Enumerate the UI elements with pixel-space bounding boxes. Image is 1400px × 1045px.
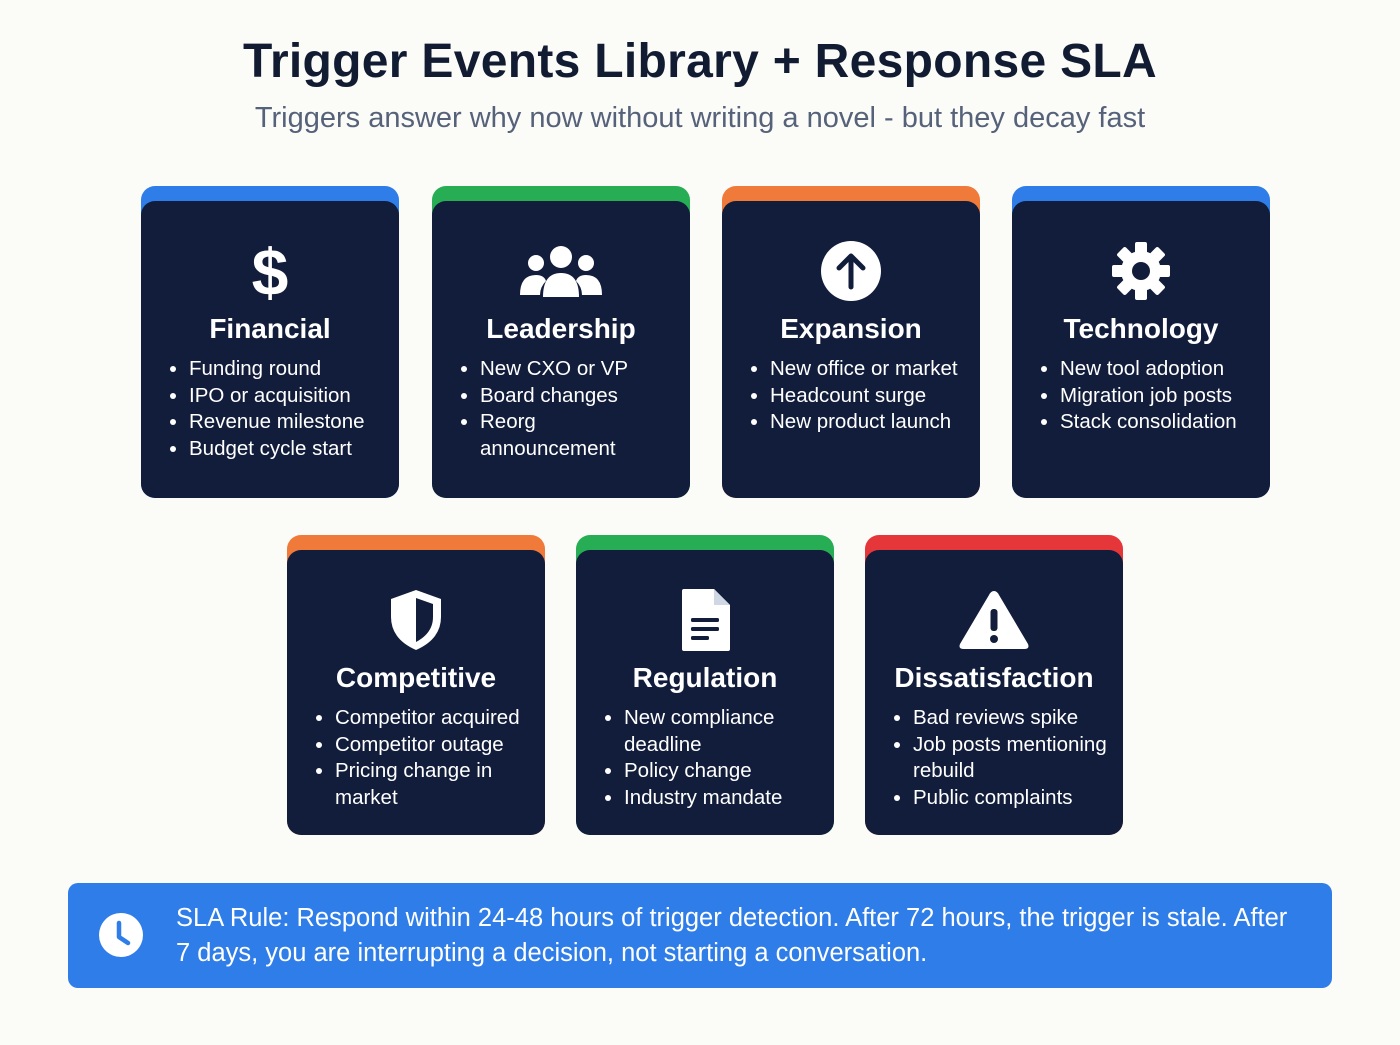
list-item: Industry mandate: [624, 785, 820, 812]
sla-rule-text: SLA Rule: Respond within 24-48 hours of …: [176, 904, 1288, 967]
card-title: Dissatisfaction: [894, 662, 1094, 693]
list-item: Bad reviews spike: [913, 705, 1109, 732]
list-item: Revenue milestone: [189, 409, 385, 436]
card-title: Regulation: [632, 662, 778, 693]
card-items: Bad reviews spike Job posts mentioning r…: [893, 705, 1109, 811]
card-expansion: Expansion New office or market Headcount…: [722, 186, 980, 498]
people-icon: [432, 239, 690, 303]
clock-icon: [98, 912, 144, 958]
page-title: Trigger Events Library + Response SLA: [242, 35, 1158, 88]
svg-text:$: $: [252, 239, 289, 303]
list-item: Pricing change in market: [335, 758, 531, 811]
list-item: New office or market: [770, 356, 966, 383]
card-leadership: Leadership New CXO or VP Board changes R…: [432, 186, 690, 498]
list-item: Reorg announcement: [480, 409, 676, 462]
list-item: New tool adoption: [1060, 356, 1256, 383]
list-item: Policy change: [624, 758, 820, 785]
arrow-up-circle-icon: [722, 239, 980, 303]
gear-icon: [1012, 239, 1270, 303]
list-item: New compliance deadline: [624, 705, 820, 758]
page-subtitle: Triggers answer why now without writing …: [254, 102, 1146, 134]
card-title: Financial: [209, 313, 331, 344]
list-item: Competitor outage: [335, 732, 531, 759]
card-financial: $ Financial Funding round IPO or acquisi…: [141, 186, 399, 498]
list-item: Funding round: [189, 356, 385, 383]
card-items: Funding round IPO or acquisition Revenue…: [169, 356, 385, 462]
list-item: Migration job posts: [1060, 383, 1256, 410]
list-item: Headcount surge: [770, 383, 966, 410]
list-item: Board changes: [480, 383, 676, 410]
list-item: New CXO or VP: [480, 356, 676, 383]
card-items: Competitor acquired Competitor outage Pr…: [315, 705, 531, 811]
card-technology: Technology New tool adoption Migration j…: [1012, 186, 1270, 498]
card-title: Leadership: [486, 313, 636, 344]
list-item: Job posts mentioning rebuild: [913, 732, 1109, 785]
list-item: Public complaints: [913, 785, 1109, 812]
list-item: IPO or acquisition: [189, 383, 385, 410]
card-title: Expansion: [780, 313, 922, 344]
list-item: Stack consolidation: [1060, 409, 1256, 436]
card-competitive: Competitive Competitor acquired Competit…: [287, 535, 545, 835]
card-items: New CXO or VP Board changes Reorg announ…: [460, 356, 676, 462]
list-item: New product launch: [770, 409, 966, 436]
shield-icon: [287, 588, 545, 652]
card-title: Technology: [1063, 313, 1219, 344]
card-regulation: Regulation New compliance deadline Polic…: [576, 535, 834, 835]
sla-banner: SLA Rule: Respond within 24-48 hours of …: [68, 883, 1332, 988]
card-title: Competitive: [335, 662, 497, 693]
card-items: New office or market Headcount surge New…: [750, 356, 966, 436]
document-icon: [576, 588, 834, 652]
card-dissatisfaction: Dissatisfaction Bad reviews spike Job po…: [865, 535, 1123, 835]
card-items: New tool adoption Migration job posts St…: [1040, 356, 1256, 436]
dollar-icon: $: [141, 239, 399, 303]
list-item: Budget cycle start: [189, 436, 385, 463]
warning-icon: [865, 588, 1123, 652]
card-items: New compliance deadline Policy change In…: [604, 705, 820, 811]
list-item: Competitor acquired: [335, 705, 531, 732]
